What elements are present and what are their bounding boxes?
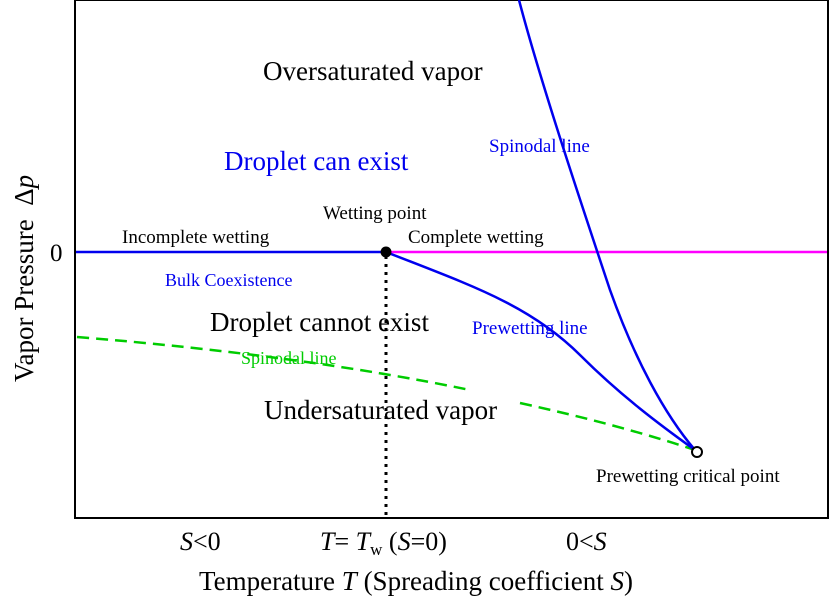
x-axis-label-prefix: Temperature [199, 566, 342, 596]
x-tick-mid-close: =0) [411, 527, 447, 556]
prewetting-critical-label: Prewetting critical point [596, 466, 780, 487]
x-tick-negative-s: S<0 [180, 527, 221, 556]
bulk-coexistence-label: Bulk Coexistence [165, 270, 292, 290]
spinodal-lower-label: Spinodal line [241, 348, 337, 368]
x-tick-left-rest: <0 [193, 527, 221, 556]
x-tick-wetting-temperature: T= Tw (S=0) [320, 527, 447, 559]
plot-frame [74, 0, 829, 519]
x-tick-mid-S: S [398, 527, 411, 556]
spinodal-line-lower [76, 335, 696, 452]
x-tick-right-var: S [594, 527, 607, 556]
x-tick-mid-w: w [370, 540, 383, 559]
x-axis-label: Temperature T (Spreading coefficient S) [199, 566, 633, 596]
region-undersaturated: Undersaturated vapor [264, 395, 497, 425]
incomplete-wetting-label: Incomplete wetting [122, 227, 270, 248]
x-tick-mid-eq: = [334, 527, 355, 556]
y-axis-label-var: p [9, 175, 39, 191]
region-droplet-cannot-exist: Droplet cannot exist [210, 307, 429, 337]
y-axis-label: Vapor Pressure Δp [9, 175, 39, 382]
x-axis-label-paren-open: (Spreading coefficient [357, 566, 611, 596]
spinodal-upper-label: Spinodal line [489, 136, 590, 157]
prewetting-line [385, 250, 696, 452]
x-tick-mid-Tw: T [356, 527, 372, 556]
x-axis-label-paren-var: S [610, 566, 624, 596]
y-axis-label-prefix: Vapor Pressure [9, 206, 39, 382]
x-axis-label-paren-close: ) [624, 566, 633, 596]
y-axis-label-delta: Δ [9, 188, 39, 205]
wetting-point-label: Wetting point [323, 203, 427, 224]
x-tick-positive-s: 0<S [566, 527, 607, 556]
x-tick-mid-T: T [320, 527, 336, 556]
wetting-point-marker [380, 246, 392, 258]
region-droplet-can-exist: Droplet can exist [224, 146, 409, 176]
x-tick-left-var: S [180, 527, 193, 556]
region-oversaturated: Oversaturated vapor [263, 56, 483, 86]
complete-wetting-label: Complete wetting [408, 227, 544, 248]
x-axis-label-var: T [342, 566, 359, 596]
prewetting-line-label: Prewetting line [472, 318, 588, 339]
y-zero-tick: 0 [50, 240, 63, 267]
prewetting-critical-point-marker [691, 446, 703, 458]
x-tick-right-pre: 0< [566, 527, 594, 556]
x-tick-mid-open: ( [382, 527, 397, 556]
spinodal-line-upper [517, 0, 696, 451]
